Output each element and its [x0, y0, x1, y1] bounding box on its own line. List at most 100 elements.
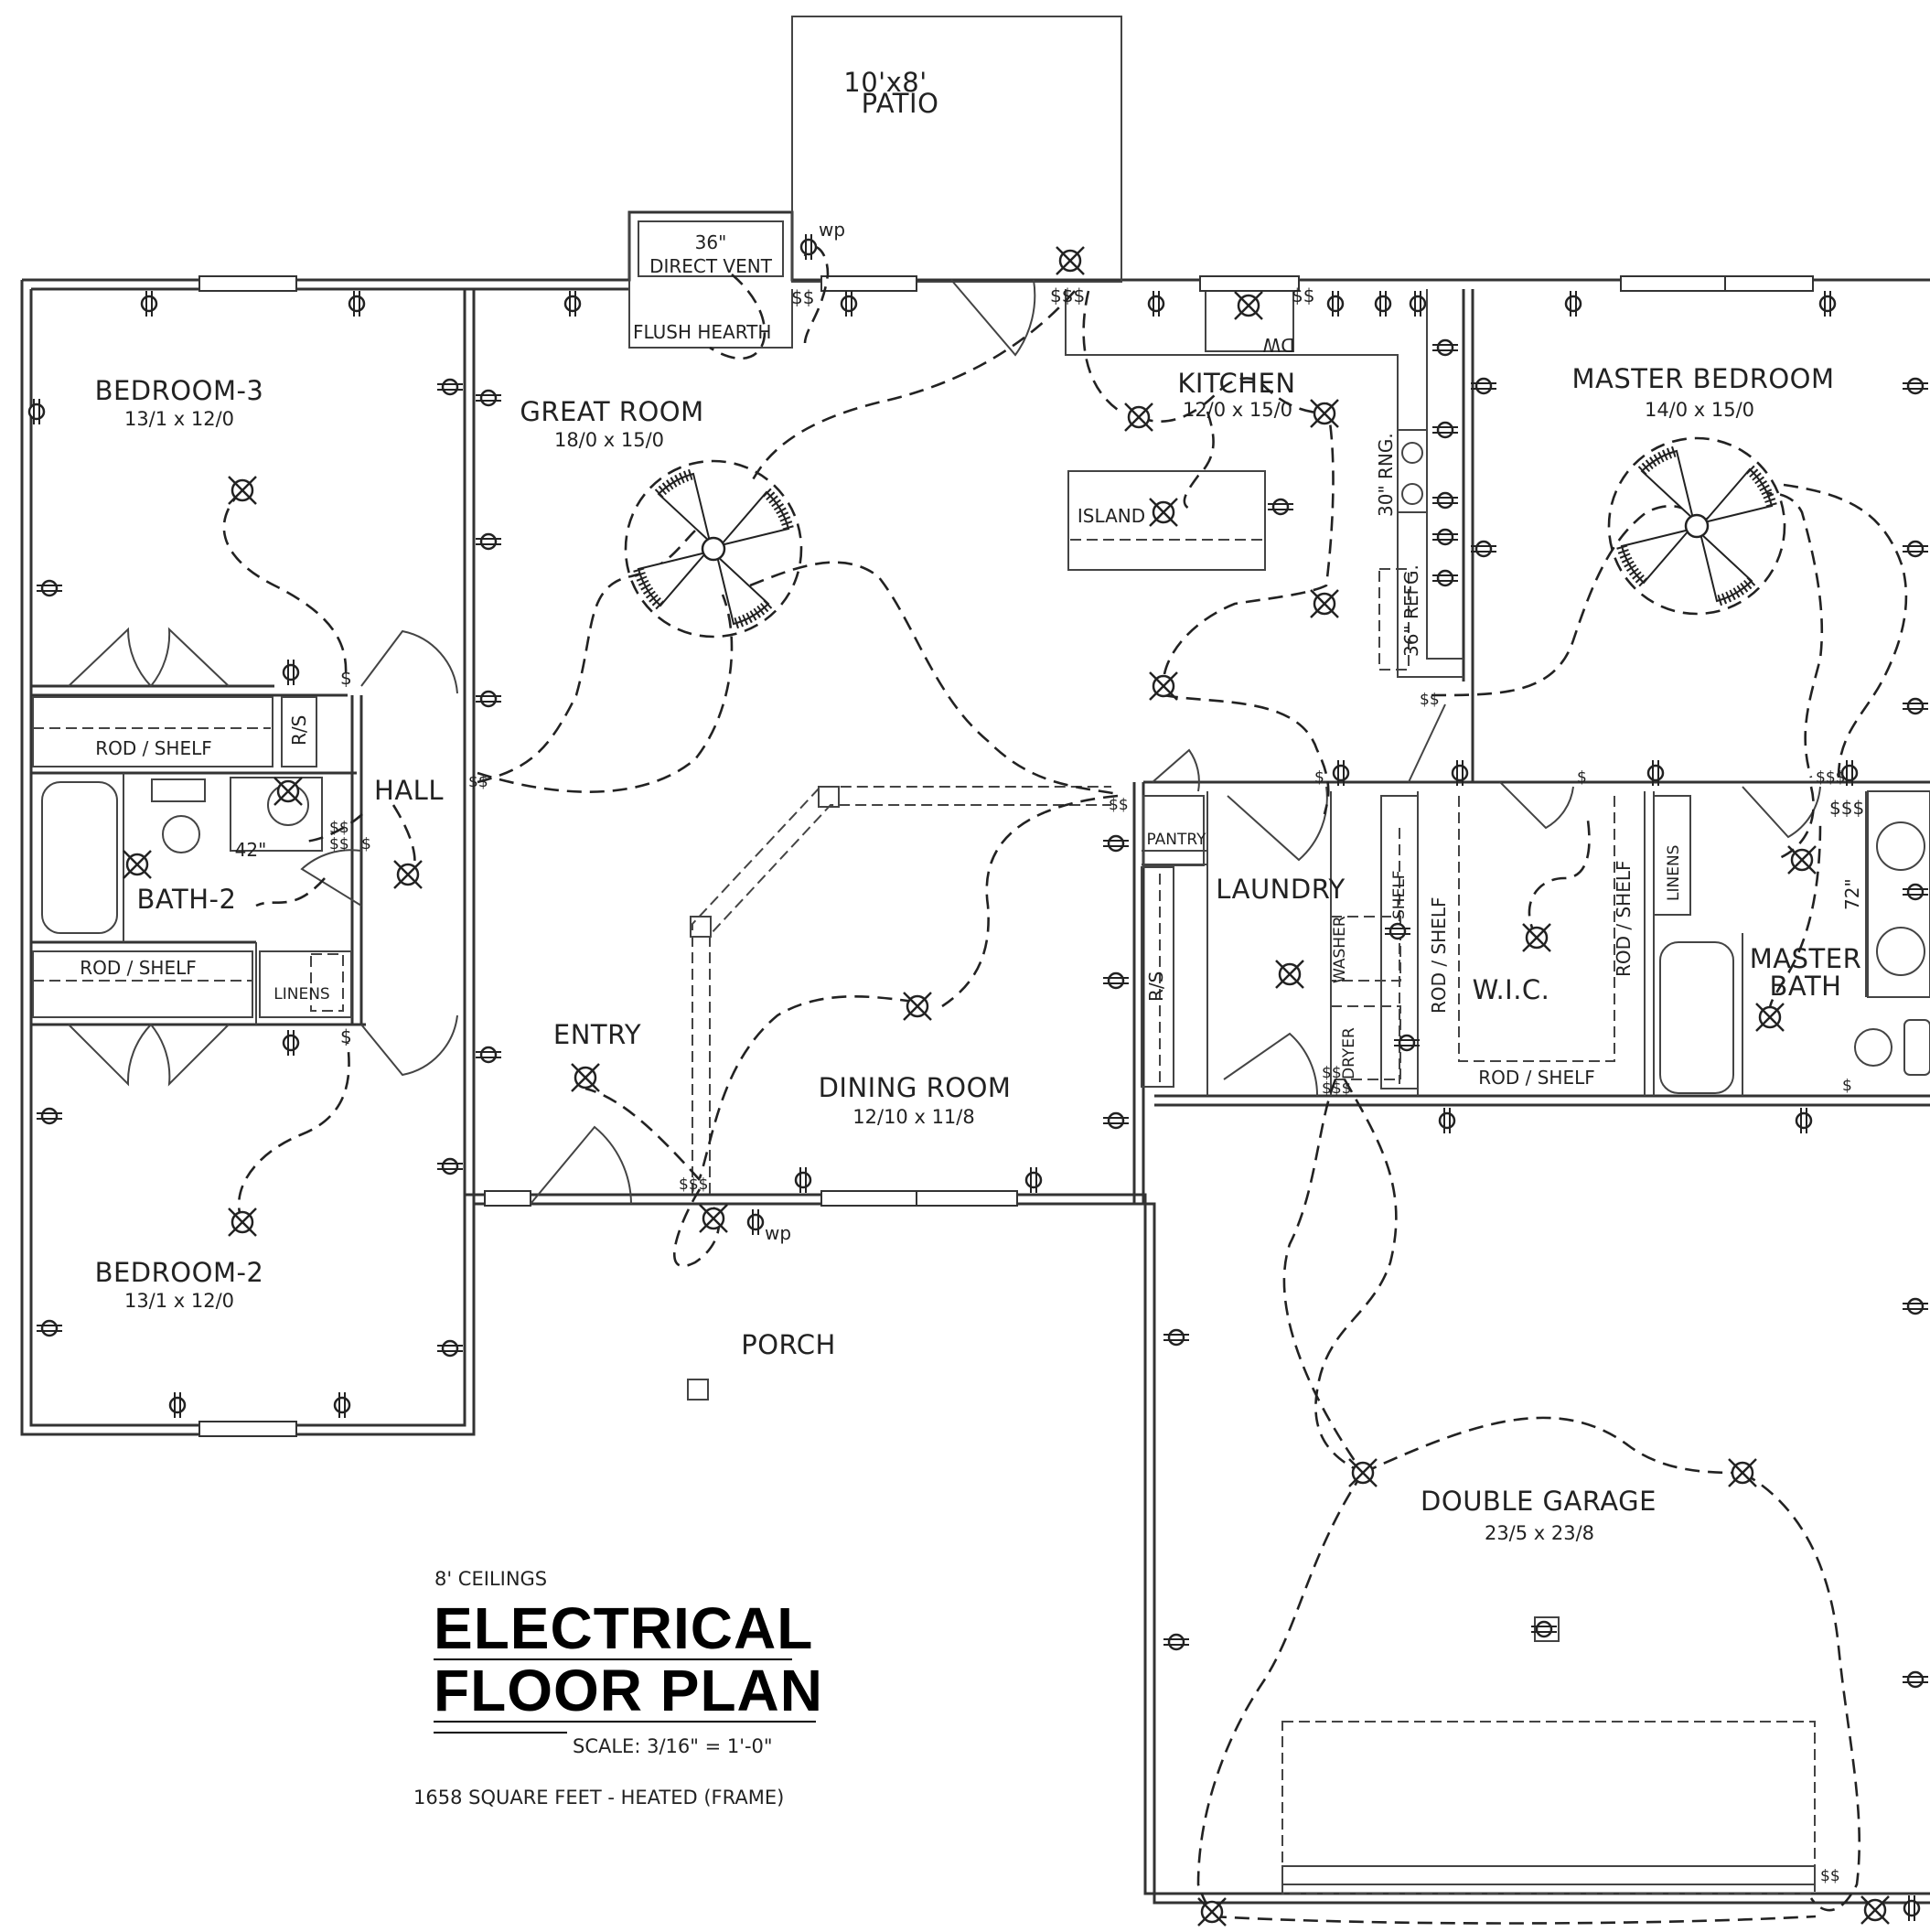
- light-fixture-icon: [1274, 959, 1305, 990]
- bathtub-master: [1659, 941, 1734, 1094]
- island: [1067, 470, 1266, 571]
- room-size: 18/0 x 15/0: [554, 429, 664, 451]
- svg-text:$$: $$: [329, 835, 349, 853]
- doors: [68, 279, 1821, 1205]
- room-name: KITCHEN: [1177, 368, 1295, 399]
- room-size: 23/5 x 23/8: [1485, 1522, 1594, 1544]
- patio-outline: [791, 16, 1122, 283]
- dashed-details: [687, 786, 1816, 1894]
- light-fixture-icon: [1196, 1896, 1228, 1927]
- light-fixture-icon: [1148, 671, 1179, 702]
- svg-text:$: $: [1842, 1077, 1852, 1095]
- svg-text:$$: $$: [1820, 1867, 1840, 1885]
- dw-label: DW: [1262, 334, 1294, 356]
- fireplace-label: 36": [695, 231, 727, 253]
- interior-walls: [31, 289, 1930, 1425]
- svg-text:$$: $$: [1420, 691, 1440, 709]
- room-name: BATH: [1769, 971, 1841, 1002]
- weatherproof-label: wp: [819, 219, 845, 241]
- room-name: GREAT ROOM: [520, 396, 703, 427]
- room-size: 13/1 x 12/0: [124, 408, 234, 430]
- linens-label: LINENS: [273, 985, 329, 1004]
- svg-text:$$: $$: [329, 819, 349, 837]
- windows: [198, 275, 1814, 1437]
- light-fixture-icon: [1148, 497, 1179, 528]
- rod-shelf-label: ROD / SHELF: [95, 737, 212, 759]
- light-fixture-icon: [1309, 588, 1340, 619]
- light-fixture-icon: [1055, 245, 1086, 276]
- room-name: HALL: [374, 775, 444, 806]
- rod-shelf-label: ROD / SHELF: [80, 957, 197, 979]
- weatherproof-label: wp: [765, 1222, 791, 1244]
- rs-label: R/S: [288, 715, 310, 746]
- svg-text:$$$: $$$: [1816, 768, 1845, 787]
- room-name: MASTER BEDROOM: [1571, 363, 1834, 394]
- rod-shelf-label: ROD / SHELF: [1613, 860, 1635, 977]
- kitchen-counters: [1065, 289, 1464, 678]
- svg-text:$: $: [340, 667, 352, 689]
- room-size: 12/10 x 11/8: [852, 1106, 974, 1128]
- hearth-label: FLUSH HEARTH: [633, 321, 771, 343]
- room-size: 13/1 x 12/0: [124, 1290, 234, 1312]
- light-fixture-icon: [1860, 1894, 1891, 1926]
- light-fixture-icon: [273, 776, 304, 807]
- room-name: BEDROOM-2: [95, 1257, 264, 1288]
- circuit-wiring: [222, 245, 1908, 1925]
- pantry-label: PANTRY: [1146, 831, 1206, 849]
- ceiling-fan-icon: [1609, 438, 1785, 614]
- svg-text:$: $: [1314, 768, 1324, 787]
- svg-text:$: $: [361, 835, 371, 853]
- dryer-label: DRYER: [1340, 1027, 1358, 1079]
- ceiling-fan-icon: [626, 461, 801, 637]
- room-name: LAUNDRY: [1216, 874, 1345, 905]
- plan-title: FLOOR PLAN: [434, 1658, 823, 1723]
- ceilings-note: 8' CEILINGS: [434, 1568, 547, 1590]
- room-name: DINING ROOM: [819, 1072, 1012, 1103]
- toilet-bath2: [162, 815, 200, 853]
- room-name: ENTRY: [553, 1019, 641, 1050]
- room-name: DOUBLE GARAGE: [1421, 1486, 1657, 1517]
- shelf-label: SHELF: [1390, 870, 1409, 919]
- light-fixture-icon: [122, 849, 153, 880]
- light-fixture-icon: [902, 991, 933, 1022]
- room-size: 12/0 x 15/0: [1183, 399, 1292, 421]
- light-fixture-icon: [698, 1203, 729, 1234]
- scale-note: SCALE: 3/16" = 1'-0": [573, 1735, 773, 1757]
- refrigerator-label: 36" REFG.: [1400, 564, 1422, 657]
- bathtub-bath2: [41, 781, 118, 934]
- toilet-master: [1854, 1028, 1892, 1067]
- room-name: PORCH: [741, 1329, 836, 1360]
- rod-shelf-label: ROD / SHELF: [1428, 896, 1450, 1014]
- light-fixture-icon: [392, 859, 424, 890]
- light-fixture-icon: [1727, 1457, 1758, 1488]
- garage-door-outline: [1281, 1721, 1816, 1894]
- light-fixture-icon: [1233, 290, 1264, 321]
- light-fixture-icon: [1786, 844, 1817, 875]
- svg-text:$$$: $$$: [1829, 797, 1864, 819]
- vanity-width-label: 72": [1841, 878, 1863, 910]
- room-size: 14/0 x 15/0: [1645, 399, 1754, 421]
- rod-shelf-label: ROD / SHELF: [1478, 1067, 1595, 1089]
- plumbing-fixtures: [41, 777, 1930, 1094]
- washer: [1330, 916, 1401, 982]
- fireplace-label: DIRECT VENT: [649, 255, 773, 277]
- svg-text:$: $: [1577, 768, 1587, 787]
- svg-text:$: $: [340, 1025, 352, 1047]
- plan-title: ELECTRICAL: [434, 1595, 813, 1661]
- svg-text:$$: $$: [791, 286, 814, 308]
- range-label: 30" RNG.: [1375, 433, 1397, 517]
- room-name: MASTER: [1750, 943, 1861, 974]
- washer-label: WASHER: [1331, 916, 1349, 983]
- svg-text:$$$: $$$: [1050, 284, 1085, 306]
- light-fixture-icon: [227, 475, 258, 506]
- light-fixture-icon: [1521, 922, 1552, 953]
- garage-door: [1281, 1865, 1816, 1885]
- svg-text:$$: $$: [468, 773, 488, 791]
- switches: $ $ $$ $$ $ $$ $$ $$$ $$ $$ $ $$ $ $$$ $…: [329, 284, 1864, 1885]
- island-label: ISLAND: [1078, 505, 1145, 527]
- svg-text:$$: $$: [1109, 796, 1129, 814]
- light-fixture-icon: [1309, 398, 1340, 429]
- room-name: W.I.C.: [1473, 974, 1550, 1005]
- svg-text:$$$: $$$: [679, 1175, 708, 1194]
